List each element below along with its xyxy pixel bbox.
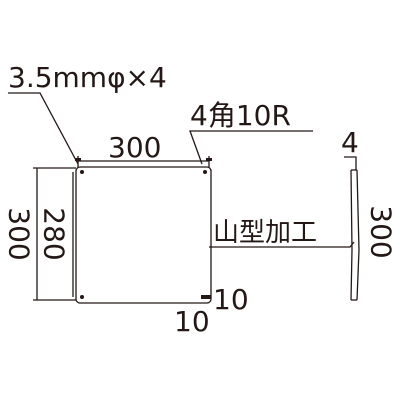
hole-spec-label: 3.5mmφ×4 bbox=[8, 61, 167, 94]
panel-outline bbox=[75, 166, 212, 304]
tick-mark bbox=[75, 158, 81, 161]
tick-mark bbox=[201, 295, 211, 299]
corner-leader-line bbox=[189, 130, 313, 165]
thickness-label: 4 bbox=[341, 126, 359, 159]
tick-mark bbox=[206, 158, 212, 161]
thickness-leader-line bbox=[344, 156, 357, 170]
width-label: 300 bbox=[108, 131, 162, 164]
outer-height-label: 300 bbox=[2, 207, 36, 261]
margin-x-label: 10 bbox=[213, 283, 249, 316]
hole-leader-line bbox=[8, 92, 79, 165]
side-height-label: 300 bbox=[364, 205, 398, 259]
margin-y-label: 10 bbox=[174, 305, 210, 338]
hole-marker bbox=[80, 295, 84, 299]
bend-leader-line bbox=[209, 241, 355, 248]
hole-marker bbox=[203, 170, 207, 174]
corner-spec-label: 4角10R bbox=[190, 99, 291, 132]
inner-height-label: 280 bbox=[37, 207, 71, 261]
bend-label: 山型加工 bbox=[213, 218, 318, 248]
hole-marker bbox=[80, 170, 84, 174]
side-profile bbox=[350, 169, 360, 301]
